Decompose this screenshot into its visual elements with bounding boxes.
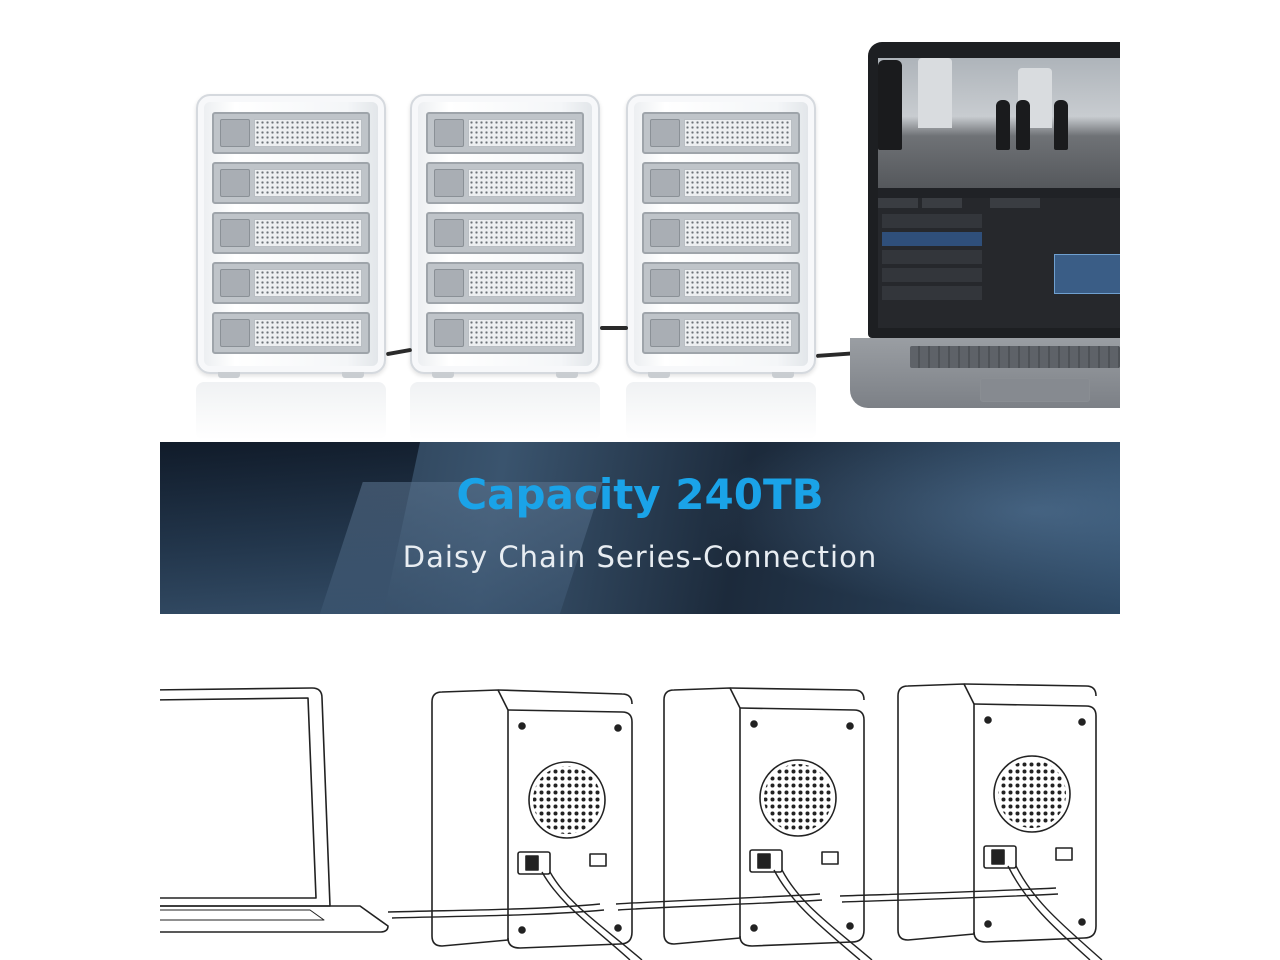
video-editor-panel — [878, 198, 1120, 328]
laptop — [868, 42, 1120, 338]
video-preview — [878, 58, 1120, 188]
product-photo — [160, 0, 1120, 440]
raid-enclosure — [626, 94, 816, 378]
cables — [387, 865, 1103, 960]
enclosure-back-outline — [431, 689, 633, 949]
drive-bay — [642, 262, 800, 304]
laptop-outline — [160, 687, 389, 933]
reflection — [196, 382, 386, 440]
drive-bay — [212, 212, 370, 254]
raid-enclosure — [410, 94, 600, 378]
drive-bay — [212, 312, 370, 354]
drive-bay — [212, 162, 370, 204]
drive-bay — [642, 162, 800, 204]
reflection — [410, 382, 600, 440]
banner-title: Capacity 240TB — [456, 470, 824, 519]
trackpad — [980, 378, 1090, 402]
raid-enclosure — [196, 94, 386, 378]
laptop-base — [850, 338, 1120, 408]
drive-bay — [426, 262, 584, 304]
daisy-chain-illustration — [160, 683, 1103, 960]
drive-bay — [642, 212, 800, 254]
drive-bay — [212, 262, 370, 304]
drive-bay — [426, 212, 584, 254]
drive-bay — [426, 112, 584, 154]
daisy-chain-diagram — [160, 614, 1120, 960]
cable — [600, 326, 628, 330]
banner-subtitle: Daisy Chain Series-Connection — [402, 540, 878, 574]
drive-bay — [426, 162, 584, 204]
enclosure-back-outline — [897, 683, 1097, 943]
drive-bay — [212, 112, 370, 154]
drive-bay — [642, 312, 800, 354]
keyboard — [910, 346, 1120, 368]
enclosure-back-outline — [663, 687, 865, 947]
capacity-banner: Capacity 240TB Daisy Chain Series-Connec… — [160, 442, 1120, 614]
reflection — [626, 382, 816, 440]
cable — [385, 347, 413, 357]
drive-bay — [426, 312, 584, 354]
laptop-screen — [878, 58, 1120, 328]
drive-bay — [642, 112, 800, 154]
